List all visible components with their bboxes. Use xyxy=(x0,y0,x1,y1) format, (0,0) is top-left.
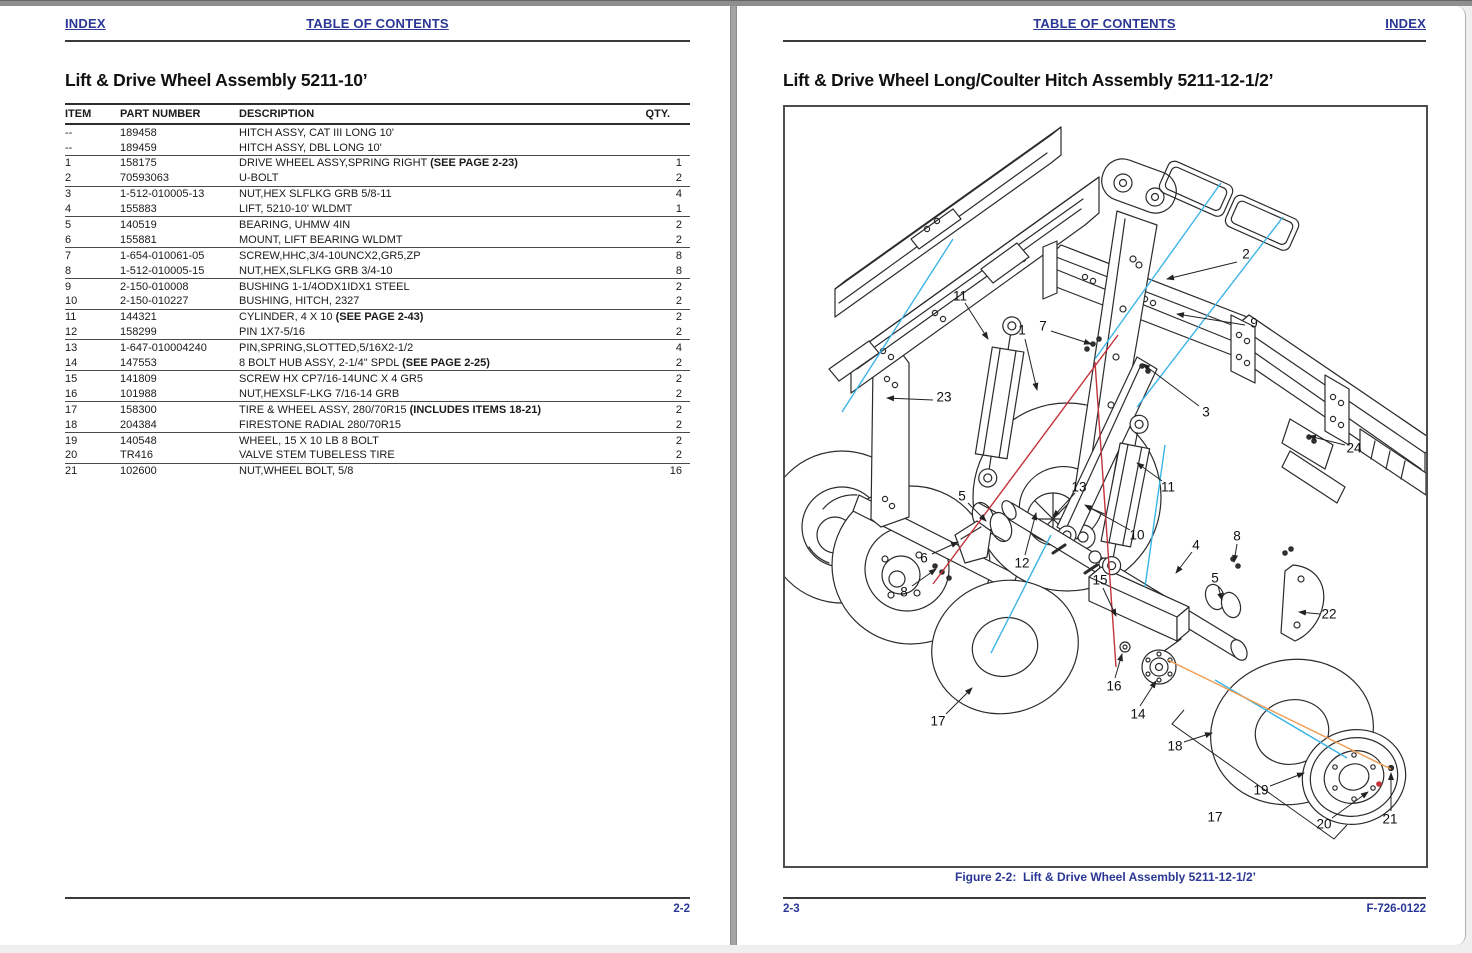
figure-callout: 11 xyxy=(1160,479,1176,495)
figure-callout: 22 xyxy=(1321,606,1337,622)
header-rule-right xyxy=(783,40,1426,42)
table-of-contents-link-right[interactable]: TABLE OF CONTENTS xyxy=(1033,16,1176,31)
figure-callout: 16 xyxy=(1106,678,1122,694)
parts-table-header: ITEM PART NUMBER DESCRIPTION QTY. xyxy=(65,103,690,125)
figure-callout: 18 xyxy=(1167,738,1183,754)
figure-callout: 10 xyxy=(1129,527,1145,543)
figure-callout: 9 xyxy=(1250,315,1258,331)
page-title-left: Lift & Drive Wheel Assembly 5211-10’ xyxy=(65,70,368,90)
figure-callout: 4 xyxy=(1192,537,1200,553)
figure-callout: 19 xyxy=(1253,782,1269,798)
figure-callout: 6 xyxy=(920,550,928,566)
header-rule xyxy=(65,40,690,42)
assembly-diagram xyxy=(785,126,1426,840)
figure-callout: 1 xyxy=(1018,322,1026,338)
figure-callout: 24 xyxy=(1346,440,1362,456)
figure-callout: 8 xyxy=(1233,528,1241,544)
figure-callout: 13 xyxy=(1071,479,1087,495)
figure-callout: 17 xyxy=(1207,809,1223,825)
page-left: INDEX TABLE OF CONTENTS Lift & Drive Whe… xyxy=(0,6,730,945)
col-header-desc: DESCRIPTION xyxy=(239,108,315,120)
figure-callout: 21 xyxy=(1382,811,1398,827)
col-header-part: PART NUMBER xyxy=(120,108,201,120)
figure-callout: 8 xyxy=(900,584,908,600)
footer-rule-left xyxy=(65,897,690,899)
figure-callout: 12 xyxy=(1014,555,1030,571)
doc-number: F-726-0122 xyxy=(1366,903,1426,915)
figure-callout: 5 xyxy=(1211,570,1219,586)
figure-callout: 2 xyxy=(1242,246,1250,262)
page-number-left: 2-2 xyxy=(673,903,690,915)
parts-table: ITEM PART NUMBER DESCRIPTION QTY. --1894… xyxy=(65,103,690,479)
figure-callout: 23 xyxy=(936,389,952,405)
index-link-left[interactable]: INDEX xyxy=(65,16,106,31)
col-header-item: ITEM xyxy=(65,108,92,120)
figure-callout: 20 xyxy=(1316,816,1332,832)
index-link-right[interactable]: INDEX xyxy=(1385,16,1426,31)
window-top-edge xyxy=(0,0,1472,6)
figure-callout: 14 xyxy=(1130,706,1146,722)
footer-rule-right xyxy=(783,897,1426,899)
figure-callout: 5 xyxy=(958,488,966,504)
col-header-qty: QTY. xyxy=(645,108,670,120)
figure-callout: 11 xyxy=(952,288,968,304)
figure-callout: 17 xyxy=(930,713,946,729)
figure-caption: Figure 2-2: Lift & Drive Wheel Assembly … xyxy=(955,870,1256,884)
page-number-right: 2-3 xyxy=(783,903,800,915)
figure-callout: 3 xyxy=(1202,404,1210,420)
page-title-right: Lift & Drive Wheel Long/Coulter Hitch As… xyxy=(783,70,1274,90)
table-of-contents-link-left[interactable]: TABLE OF CONTENTS xyxy=(306,16,449,31)
figure-callout: 15 xyxy=(1092,572,1108,588)
page-right: TABLE OF CONTENTS INDEX Lift & Drive Whe… xyxy=(737,6,1466,945)
page-divider xyxy=(730,6,737,945)
figure-callout: 7 xyxy=(1039,318,1047,334)
